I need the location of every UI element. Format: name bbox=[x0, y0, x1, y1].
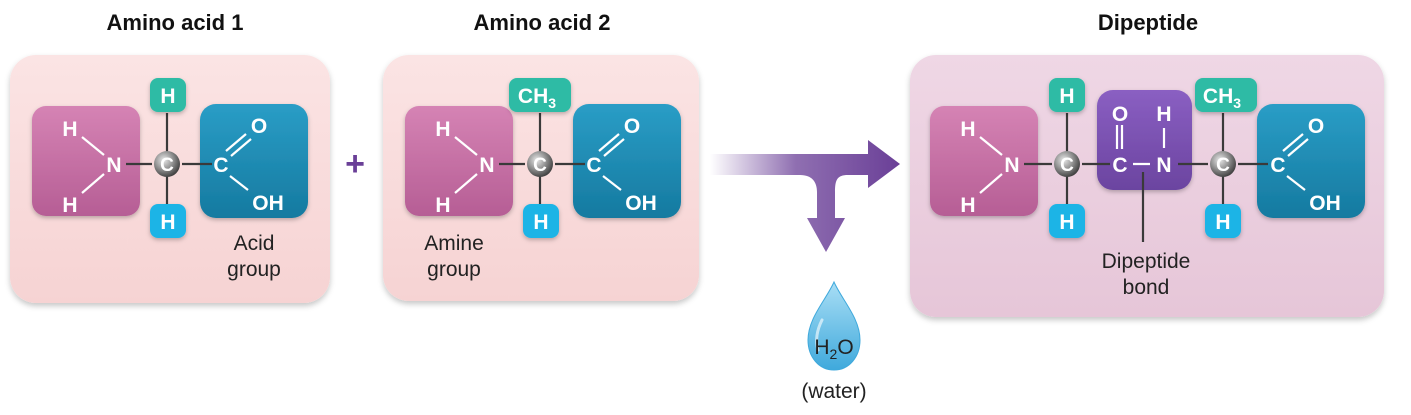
water-formula: H2O bbox=[814, 336, 853, 362]
atom-h: H bbox=[435, 118, 450, 141]
atom-c: C bbox=[1112, 154, 1127, 177]
methyl-ch: CH bbox=[1203, 85, 1233, 108]
atom-o: O bbox=[251, 115, 267, 138]
methyl-ch: CH bbox=[518, 85, 548, 108]
water-o: O bbox=[837, 336, 853, 359]
acid-group-label-line2: group bbox=[227, 258, 281, 281]
amine-group-label-line2: group bbox=[427, 258, 481, 281]
atom-n: N bbox=[106, 154, 121, 177]
atom-c: C bbox=[1216, 155, 1230, 176]
atom-h: H bbox=[1059, 85, 1074, 108]
amino-acid-1-panel: H N H C H H C O OH Acid group bbox=[10, 55, 330, 303]
atom-o: O bbox=[1112, 103, 1128, 126]
methyl-subscript: 3 bbox=[1233, 95, 1241, 111]
hydrogen-badge-top bbox=[150, 78, 186, 112]
title-dipeptide: Dipeptide bbox=[1098, 10, 1198, 35]
atom-n: N bbox=[1004, 154, 1019, 177]
reaction-arrow bbox=[710, 140, 900, 252]
atom-h: H bbox=[160, 85, 175, 108]
hydrogen-badge-bottom bbox=[523, 204, 559, 238]
carbon-atom bbox=[527, 151, 553, 177]
atom-n: N bbox=[479, 154, 494, 177]
hydrogen-badge-top bbox=[1049, 78, 1085, 112]
dipeptide-bond-box bbox=[1097, 90, 1192, 190]
methyl-label: CH3 bbox=[518, 85, 556, 111]
atom-h: H bbox=[62, 118, 77, 141]
hydrogen-badge-bottom bbox=[1049, 204, 1085, 238]
amino-acid-2-panel: H N H C CH3 H C O OH Amine group bbox=[383, 55, 699, 301]
atom-h: H bbox=[1059, 211, 1074, 234]
atom-c: C bbox=[1270, 154, 1285, 177]
water-caption: (water) bbox=[801, 380, 866, 403]
atom-h: H bbox=[1215, 211, 1230, 234]
atom-o: O bbox=[624, 115, 640, 138]
atom-h: H bbox=[435, 194, 450, 217]
amine-group-label-line1: Amine bbox=[424, 232, 484, 255]
atom-h: H bbox=[533, 211, 548, 234]
atom-oh: OH bbox=[625, 192, 657, 215]
methyl-badge bbox=[1195, 78, 1257, 112]
carbon-atom bbox=[1210, 151, 1236, 177]
dipeptide-panel: H N H C H H O C H N C CH3 H C O OH Dipep… bbox=[910, 55, 1384, 317]
amine-group-box bbox=[32, 106, 140, 216]
methyl-label: CH3 bbox=[1203, 85, 1241, 111]
atom-o: O bbox=[1308, 115, 1324, 138]
amine-group-box bbox=[930, 106, 1038, 216]
acid-group-box bbox=[1257, 104, 1365, 218]
atom-c: C bbox=[586, 154, 601, 177]
acid-group-box bbox=[573, 104, 681, 218]
atom-n: N bbox=[1156, 154, 1171, 177]
title-amino-acid-2: Amino acid 2 bbox=[474, 10, 611, 35]
atom-oh: OH bbox=[252, 192, 284, 215]
hydrogen-badge-bottom bbox=[1205, 204, 1241, 238]
atom-h: H bbox=[960, 194, 975, 217]
hydrogen-badge-bottom bbox=[150, 204, 186, 238]
water-drop: H2O bbox=[807, 280, 861, 371]
atom-h: H bbox=[1156, 103, 1171, 126]
water-h: H bbox=[814, 336, 829, 359]
methyl-subscript: 3 bbox=[548, 95, 556, 111]
atom-oh: OH bbox=[1309, 192, 1341, 215]
carbon-atom bbox=[154, 151, 180, 177]
atom-h: H bbox=[160, 211, 175, 234]
plus-sign: + bbox=[345, 145, 365, 183]
dipeptide-bond-label-line2: bond bbox=[1123, 276, 1170, 299]
atom-c: C bbox=[533, 155, 547, 176]
atom-c: C bbox=[1060, 155, 1074, 176]
acid-group-label-line1: Acid bbox=[234, 232, 275, 255]
methyl-badge bbox=[509, 78, 571, 112]
atom-c: C bbox=[213, 154, 228, 177]
amine-group-box bbox=[405, 106, 513, 216]
atom-h: H bbox=[960, 118, 975, 141]
title-amino-acid-1: Amino acid 1 bbox=[107, 10, 244, 35]
dipeptide-bond-label-line1: Dipeptide bbox=[1102, 250, 1191, 273]
atom-h: H bbox=[62, 194, 77, 217]
water-subscript: 2 bbox=[830, 346, 838, 362]
carbon-atom bbox=[1054, 151, 1080, 177]
atom-c: C bbox=[160, 155, 174, 176]
acid-group-box bbox=[200, 104, 308, 218]
